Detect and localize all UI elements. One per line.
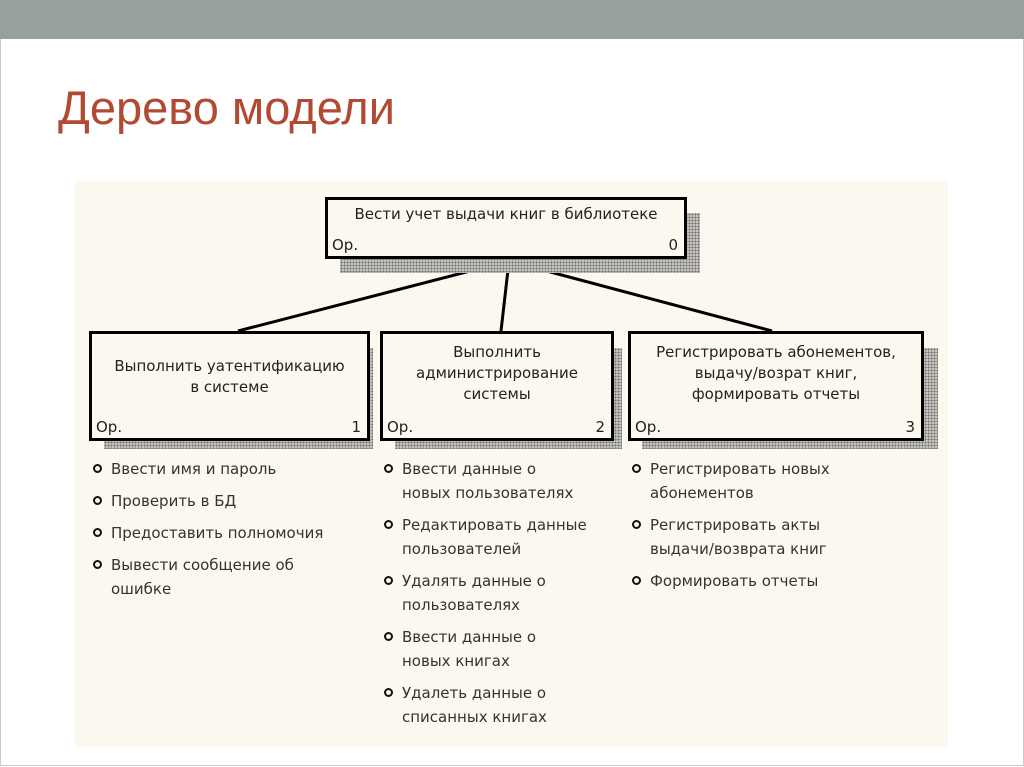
- node-1-number: 1: [351, 418, 361, 436]
- bullet-circle-icon: [384, 632, 393, 641]
- root-node-op: Ор.: [332, 236, 359, 254]
- bullet-circle-icon: [93, 496, 102, 505]
- bullet-text: Редактировать данные пользователей: [402, 516, 587, 558]
- node-1: Выполнить уатентификацию в системе Ор. 1: [89, 331, 370, 441]
- node-2-op: Ор.: [387, 418, 414, 436]
- bullet-item: Ввести данные о новых книгах: [382, 625, 627, 673]
- node-3-op: Ор.: [635, 418, 662, 436]
- bullet-circle-icon: [93, 528, 102, 537]
- bullet-text: Ввести данные о новых пользователях: [402, 460, 574, 502]
- bullet-circle-icon: [384, 688, 393, 697]
- bullet-item: Предоставить полномочия: [91, 521, 376, 545]
- bullet-text: Формировать отчеты: [650, 572, 819, 590]
- node-3-label: Регистрировать абонементов, выдачу/возра…: [656, 343, 896, 403]
- bullet-circle-icon: [632, 464, 641, 473]
- bullet-item: Ввести имя и пароль: [91, 457, 376, 481]
- top-accent-bar: [0, 0, 1024, 39]
- bullet-item: Регистрировать новых абонементов: [630, 457, 930, 505]
- bullet-text: Проверить в БД: [111, 492, 237, 510]
- bullet-text: Ввести данные о новых книгах: [402, 628, 537, 670]
- diagram-canvas: Вести учет выдачи книг в библиотеке Ор. …: [75, 181, 948, 747]
- bullet-item: Удалять данные о пользователях: [382, 569, 627, 617]
- node-3-number: 3: [905, 418, 915, 436]
- slide-title: Дерево модели: [58, 81, 395, 134]
- root-node: Вести учет выдачи книг в библиотеке Ор. …: [325, 197, 687, 259]
- node-3-bullet-list: Регистрировать новых абонементов Регистр…: [630, 457, 930, 601]
- node-1-label: Выполнить уатентификацию в системе: [114, 357, 345, 396]
- bullet-item: Формировать отчеты: [630, 569, 930, 593]
- bullet-text: Удалеть данные о списанных книгах: [402, 684, 547, 726]
- node-3: Регистрировать абонементов, выдачу/возра…: [628, 331, 924, 441]
- node-2-number: 2: [595, 418, 605, 436]
- bullet-circle-icon: [93, 464, 102, 473]
- node-2-label: Выполнить администрирование системы: [416, 343, 578, 403]
- node-1-op: Ор.: [96, 418, 123, 436]
- bullet-item: Регистрировать акты выдачи/возврата книг: [630, 513, 930, 561]
- bullet-text: Удалять данные о пользователях: [402, 572, 546, 614]
- bullet-circle-icon: [384, 464, 393, 473]
- bullet-text: Регистрировать новых абонементов: [650, 460, 830, 502]
- node-1-bullet-list: Ввести имя и пароль Проверить в БД Предо…: [91, 457, 376, 609]
- bullet-text: Регистрировать акты выдачи/возврата книг: [650, 516, 827, 558]
- root-node-label: Вести учет выдачи книг в библиотеке: [354, 205, 658, 223]
- bullet-item: Вывести сообщение об ошибке: [91, 553, 376, 601]
- bullet-text: Предоставить полномочия: [111, 524, 324, 542]
- bullet-circle-icon: [632, 520, 641, 529]
- bullet-circle-icon: [384, 576, 393, 585]
- bullet-text: Вывести сообщение об ошибке: [111, 556, 294, 598]
- node-2: Выполнить администрирование системы Ор. …: [380, 331, 614, 441]
- node-2-bullet-list: Ввести данные о новых пользователях Реда…: [382, 457, 627, 737]
- bullet-text: Ввести имя и пароль: [111, 460, 277, 478]
- bullet-item: Проверить в БД: [91, 489, 376, 513]
- bullet-item: Ввести данные о новых пользователях: [382, 457, 627, 505]
- bullet-circle-icon: [384, 520, 393, 529]
- bullet-item: Редактировать данные пользователей: [382, 513, 627, 561]
- bullet-circle-icon: [93, 560, 102, 569]
- bullet-item: Удалеть данные о списанных книгах: [382, 681, 627, 729]
- root-node-number: 0: [668, 236, 678, 254]
- bullet-circle-icon: [632, 576, 641, 585]
